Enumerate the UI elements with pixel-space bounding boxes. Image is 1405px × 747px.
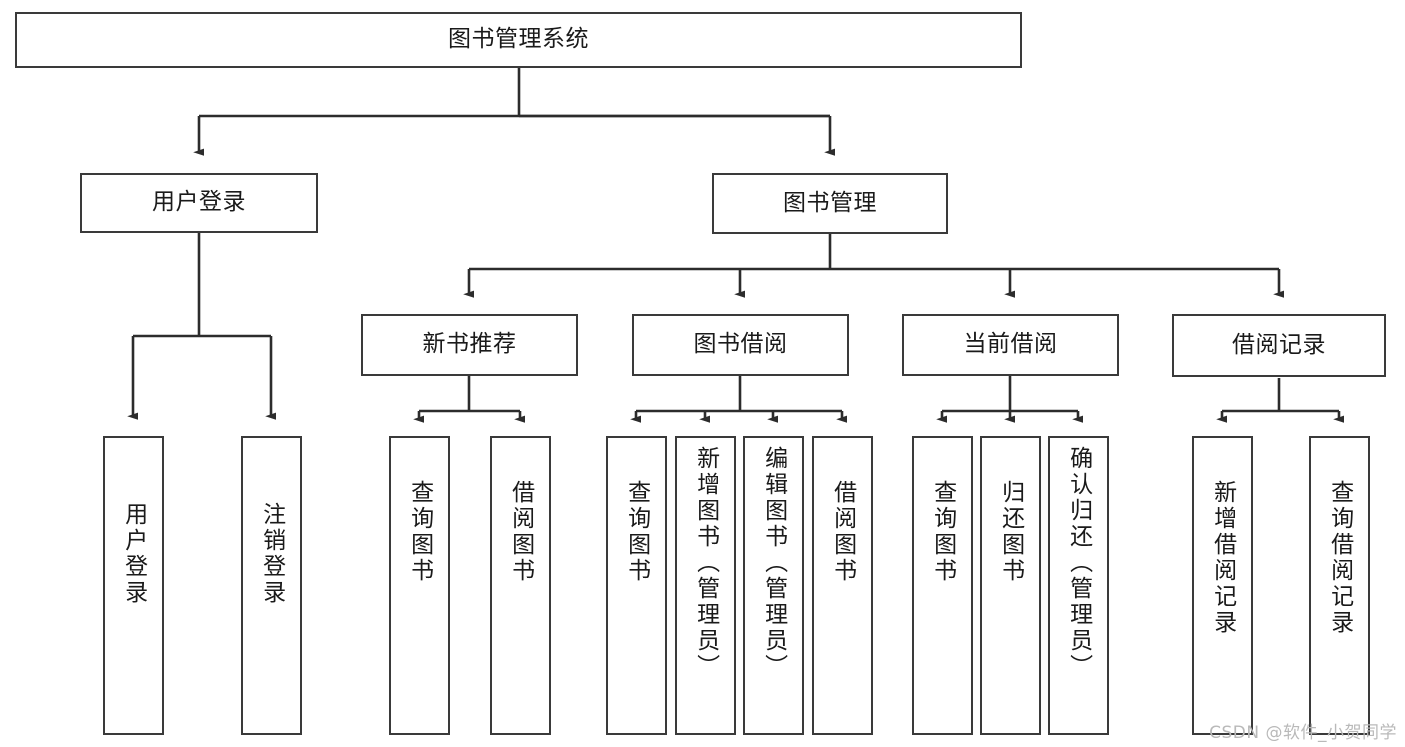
leaf-new-book-query-books[interactable]: 查询图书: [389, 436, 450, 735]
node-borrow-record[interactable]: 借阅记录: [1172, 314, 1386, 377]
node-root-label: 图书管理系统: [448, 26, 589, 53]
node-book-borrow[interactable]: 图书借阅: [632, 314, 849, 376]
node-root-book-management-system[interactable]: 图书管理系统: [15, 12, 1022, 68]
leaf-book-borrow-edit-book-admin[interactable]: 编辑图书（管理员）: [743, 436, 804, 735]
node-book-management[interactable]: 图书管理: [712, 173, 948, 234]
leaf-current-borrow-confirm-return-admin[interactable]: 确认归还（管理员）: [1048, 436, 1109, 735]
leaf-new-book-borrow-books[interactable]: 借阅图书: [490, 436, 551, 735]
node-borrow-record-label: 借阅记录: [1232, 331, 1326, 358]
leaf-user-login-login[interactable]: 用户登录: [103, 436, 164, 735]
csdn-watermark: CSDN @软件_小贺同学: [1209, 723, 1397, 743]
leaf-current-borrow-query-books-label: 查询图书: [929, 480, 956, 584]
leaf-borrow-record-query-record[interactable]: 查询借阅记录: [1309, 436, 1370, 735]
leaf-book-borrow-borrow-books[interactable]: 借阅图书: [812, 436, 873, 735]
node-current-borrow[interactable]: 当前借阅: [902, 314, 1119, 376]
leaf-book-borrow-query-books-label: 查询图书: [623, 480, 650, 584]
leaf-user-login-logout-label: 注销登录: [258, 502, 285, 606]
leaf-current-borrow-query-books[interactable]: 查询图书: [912, 436, 973, 735]
leaf-borrow-record-query-record-label: 查询借阅记录: [1326, 480, 1353, 636]
node-new-book-recommend-label: 新书推荐: [422, 331, 517, 358]
node-user-login-label: 用户登录: [152, 189, 246, 216]
node-current-borrow-label: 当前借阅: [963, 331, 1058, 358]
leaf-current-borrow-return-books[interactable]: 归还图书: [980, 436, 1041, 735]
leaf-new-book-query-books-label: 查询图书: [406, 480, 433, 584]
leaf-current-borrow-confirm-return-admin-label: 确认归还（管理员）: [1065, 446, 1092, 680]
leaf-user-login-login-label: 用户登录: [120, 502, 147, 606]
leaf-borrow-record-add-record[interactable]: 新增借阅记录: [1192, 436, 1253, 735]
leaf-current-borrow-return-books-label: 归还图书: [997, 480, 1024, 584]
node-book-management-label: 图书管理: [783, 189, 877, 216]
leaf-new-book-borrow-books-label: 借阅图书: [507, 480, 534, 584]
leaf-borrow-record-add-record-label: 新增借阅记录: [1209, 480, 1236, 636]
leaf-book-borrow-query-books[interactable]: 查询图书: [606, 436, 667, 735]
leaf-book-borrow-borrow-books-label: 借阅图书: [829, 480, 856, 584]
leaf-book-borrow-add-book-admin-label: 新增图书（管理员）: [692, 446, 719, 680]
leaf-user-login-logout[interactable]: 注销登录: [241, 436, 302, 735]
leaf-book-borrow-add-book-admin[interactable]: 新增图书（管理员）: [675, 436, 736, 735]
node-book-borrow-label: 图书借阅: [693, 331, 788, 358]
node-user-login[interactable]: 用户登录: [80, 173, 318, 233]
node-new-book-recommend[interactable]: 新书推荐: [361, 314, 578, 376]
leaf-book-borrow-edit-book-admin-label: 编辑图书（管理员）: [760, 446, 787, 680]
